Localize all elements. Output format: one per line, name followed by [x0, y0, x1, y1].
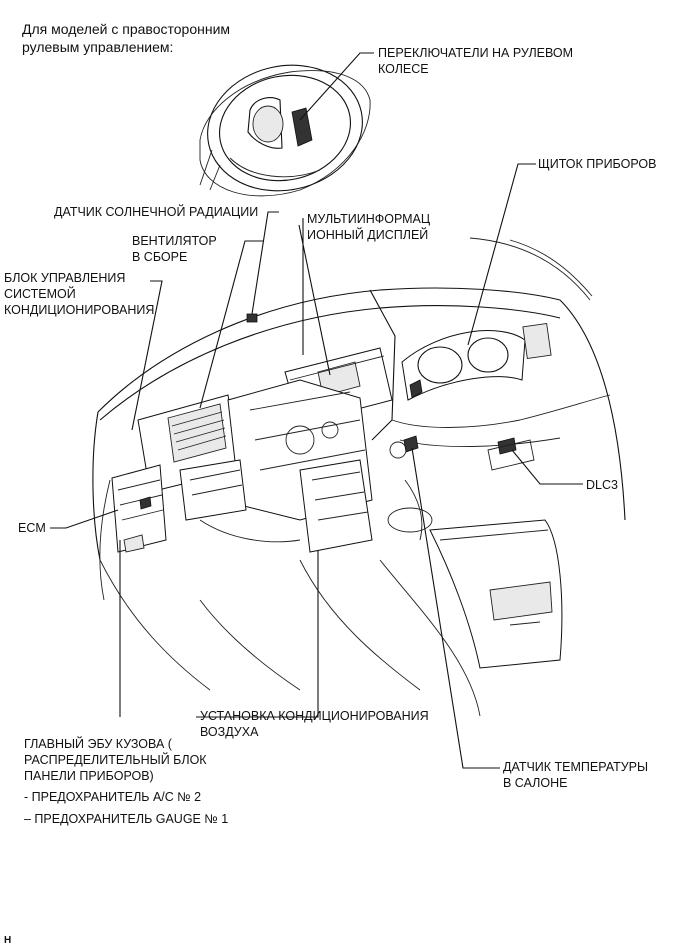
label-steering-switches-line2: КОЛЕСЕ — [378, 62, 429, 76]
label-room-temp-sensor-line2: В САЛОНЕ — [503, 776, 568, 790]
label-room-temp-sensor-line1: ДАТЧИК ТЕМПЕРАТУРЫ — [503, 760, 649, 774]
label-ac-unit-line1: УСТАНОВКА КОНДИЦИОНИРОВАНИЯ — [200, 709, 429, 723]
label-ac-amplifier-line1: БЛОК УПРАВЛЕНИЯ — [4, 271, 126, 285]
header-note-line2: рулевым управлением: — [22, 39, 174, 55]
label-main-body-ecu-line2: РАСПРЕДЕЛИТЕЛЬНЫЙ БЛОК — [24, 753, 207, 767]
label-combination-meter: ЩИТОК ПРИБОРОВ — [538, 157, 657, 171]
dlc3-drawing — [487, 437, 535, 471]
label-steering-switches-line1: ПЕРЕКЛЮЧАТЕЛИ НА РУЛЕВОМ — [378, 46, 574, 60]
label-ecm: ECM — [18, 521, 46, 535]
fuse-item-ac-no2: - ПРЕДОХРАНИТЕЛЬ А/С № 2 — [24, 790, 202, 804]
label-main-body-ecu-line3: ПАНЕЛИ ПРИБОРОВ) — [24, 769, 154, 783]
steering-wheel-inset — [199, 64, 371, 197]
label-ac-amplifier-line3: КОНДИЦИОНИРОВАНИЯ — [4, 303, 155, 317]
header-note-line1: Для моделей с правосторонним — [22, 21, 231, 37]
ac-unit-drawing — [137, 379, 419, 553]
solar-sensor-drawing — [246, 313, 258, 323]
label-ac-amplifier-line2: СИСТЕМОЙ — [4, 287, 76, 301]
label-ac-unit-line2: ВОЗДУХА — [200, 725, 259, 739]
label-blower-line1: ВЕНТИЛЯТОР — [132, 234, 217, 248]
label-multi-display-line2: ИОННЫЙ ДИСПЛЕЙ — [307, 228, 429, 242]
label-main-body-ecu-line1: ГЛАВНЫЙ ЭБУ КУЗОВА ( — [24, 737, 172, 751]
label-blower-line2: В СБОРЕ — [132, 250, 188, 264]
label-solar-sensor: ДАТЧИК СОЛНЕЧНОЙ РАДИАЦИИ — [54, 205, 259, 219]
corner-mark: H — [4, 935, 12, 946]
ecm-drawing — [111, 464, 167, 553]
label-multi-display-line1: МУЛЬТИИНФОРМАЦ — [307, 212, 431, 226]
fuse-item-gauge-no1: – ПРЕДОХРАНИТЕЛЬ GAUGE № 1 — [24, 812, 229, 826]
label-dlc3: DLC3 — [586, 478, 618, 492]
leader-lines — [50, 52, 583, 769]
combination-meter-drawing — [401, 322, 552, 401]
